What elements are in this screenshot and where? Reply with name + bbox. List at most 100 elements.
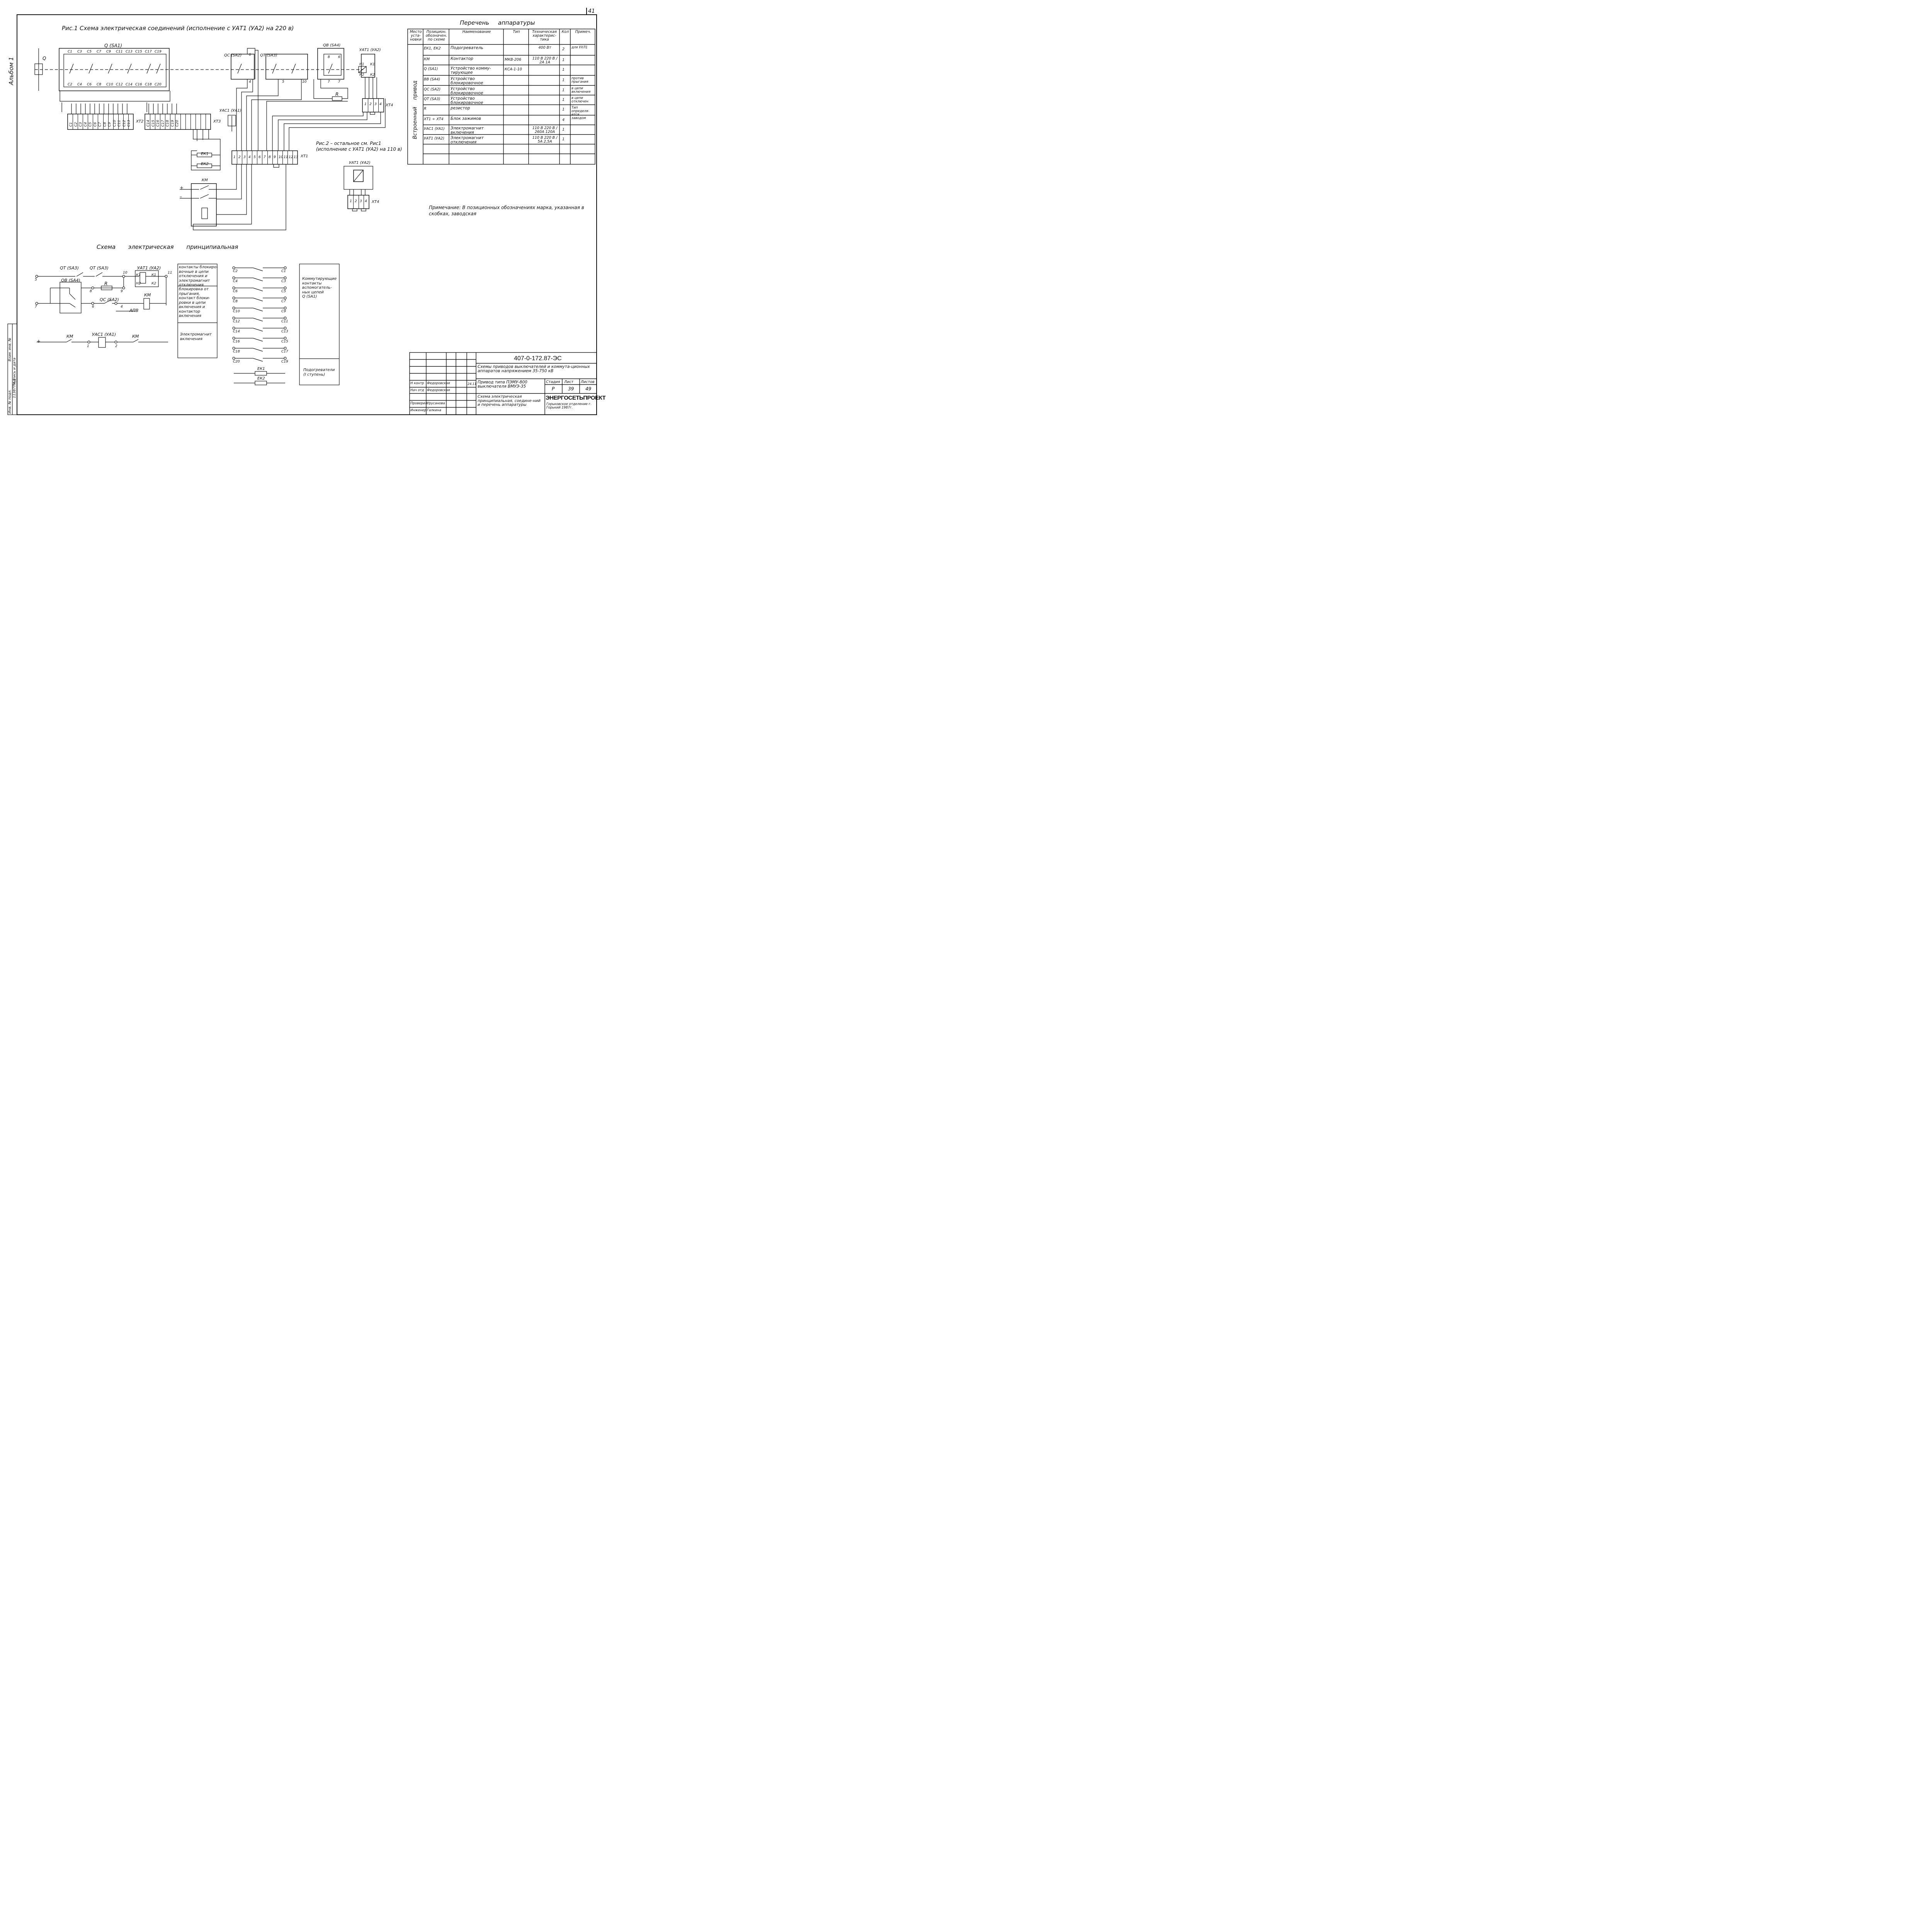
table-cell-name: Электромагнит отключения (451, 136, 484, 145)
table-cell-pos: УАТ1 (УА2) (424, 136, 444, 141)
table-cell-pos: R (424, 107, 427, 111)
p-km: КМ (144, 293, 151, 298)
label-r: R (335, 92, 339, 97)
coil-h1: Н1 (359, 63, 364, 66)
node-6: 6 (249, 53, 251, 57)
label-ek1: ЕК1 (201, 152, 209, 156)
sheet-corner-number: 41 (588, 8, 595, 14)
terminal-cell: 5 (253, 155, 256, 159)
q-contact-label: С15 (135, 50, 142, 54)
terminal-cell: 7 (264, 155, 266, 159)
table-header-cell: Наименование (462, 30, 491, 34)
p-qt2: QT (SA3) (90, 266, 109, 271)
coil-k1: К1 (370, 63, 375, 66)
table-cell-name: Устройство блокировочное (451, 96, 483, 106)
fig2-coil (353, 170, 364, 182)
label-xt4-fig2: ХТ4 (372, 200, 379, 204)
aux-contact-wire (253, 288, 263, 291)
terminal-cell: С9 (108, 122, 112, 127)
aux-contact-terminal (232, 327, 235, 330)
aux-contact-terminal (232, 296, 235, 300)
legend-2b: Подогреватели (I ступень) (303, 368, 335, 377)
label-yac1: УАС1 (УА1) (219, 109, 242, 113)
aux-contact-left: С10 (233, 310, 240, 313)
aux-contact-wire (253, 278, 263, 281)
label-yat1-fig2: УАТ1 (УА2) (349, 161, 371, 165)
p-km1: КМ (66, 334, 73, 339)
p-n6: 6 (92, 305, 94, 309)
aux-contact-terminal (232, 347, 235, 350)
aux-contact-left: С20 (233, 360, 240, 364)
terminal-cell: 10 (279, 155, 283, 159)
table-header-cell: Позицион. обозначен. по схеме (425, 30, 447, 42)
table-cell-note: Тип определя-ется заводом (571, 106, 590, 120)
node-7: 7 (328, 80, 330, 84)
q-contact-label: С9 (106, 50, 111, 54)
tb-name: Урусанова (427, 402, 445, 405)
terminal-cell: С19 (170, 120, 175, 127)
xt3-block (145, 114, 211, 130)
aux-contact-terminal (232, 266, 235, 269)
fig2-frame (344, 166, 373, 190)
p-n1: 1 (87, 344, 89, 348)
terminal-cell: 4 (248, 155, 251, 159)
legend-2a: Коммутирующие контакты вспомогатель- ных… (302, 277, 337, 299)
table-cell-qty: 1 (562, 107, 565, 112)
terminal-divider (378, 99, 379, 112)
terminal-cell: 2 (238, 155, 241, 159)
label-xt3: ХТ3 (213, 119, 221, 124)
desc-1: Схемы приводов выключателей и коммута-ци… (478, 364, 590, 374)
q-contact-label: С2 (68, 83, 73, 87)
table-cell-pos: QT (SA3) (424, 97, 440, 101)
table-cell-pos: Q (SA1) (424, 67, 438, 71)
aux-contact-right: С1 (281, 269, 286, 273)
terminal-cell: С8 (103, 122, 107, 127)
xt2-feed-lines (71, 104, 177, 114)
aux-contact-wire (253, 328, 263, 332)
tb-name: Галкина (427, 409, 441, 412)
aux-contact-terminal (232, 357, 235, 360)
terminal-cell: 1 (350, 199, 352, 203)
node-4: 4 (249, 80, 251, 84)
aux-contact-terminal (284, 296, 287, 300)
p-k2: К2 (151, 282, 156, 286)
table-header-cell: Тип (513, 30, 520, 34)
aux-contact-left: С14 (233, 330, 240, 334)
note-text: Примечание: В позиционных обозначениях м… (429, 205, 584, 216)
table-cell-note: для УХЛ1 (571, 46, 588, 49)
terminal-cell: 3 (243, 155, 246, 159)
table-cell-qty: 1 (562, 137, 565, 141)
table-cell-tech: 110 В 220 В / 5А 2,5А (532, 136, 558, 144)
aux-contact-wire (253, 348, 263, 352)
table-group-label: Встроенный привод (412, 80, 418, 140)
terminal-cell: С17 (161, 120, 165, 127)
aux-contact-right: С5 (281, 289, 286, 293)
table-cell-name: резистор (451, 106, 470, 111)
left-stamp-text: Инв. № подл. (8, 389, 12, 414)
table-cell-note: против прыгания (571, 77, 588, 84)
yac1-coil (228, 115, 236, 126)
p-n10: 10 (123, 271, 128, 275)
terminal-divider (113, 114, 114, 129)
sheets-label: Листов (581, 380, 595, 384)
table-header-cell: Кол (561, 30, 569, 34)
q-contact-label: С6 (87, 83, 92, 87)
aux-contact-terminal (284, 266, 287, 269)
terminal-divider (272, 151, 273, 164)
p-yac1: УАС1 (УА1) (92, 332, 116, 337)
terminal-cell: 11 (284, 155, 288, 159)
terminal-divider (353, 195, 354, 209)
q-contact-label: С12 (116, 83, 123, 87)
p-n4: 4 (121, 305, 123, 309)
fig2-title: Рис.2 – остальное см. Рис1 (316, 141, 381, 146)
legend-1a: контакты блокиро- вочные в цепи отключен… (179, 265, 218, 287)
node-8: 8 (328, 55, 330, 59)
aux-contact-right: С9 (281, 310, 286, 313)
sheet-label: Лист (564, 380, 574, 384)
sign-date: 24.11 (468, 382, 476, 386)
table-header-cell: Техническая характерис-тика (532, 30, 557, 42)
p-k1b: К1 (151, 273, 156, 277)
aux-contact-terminal (232, 276, 235, 279)
left-stamp-text: Взам. инв. № (8, 337, 12, 361)
table-cell-tech: 110 В 220 В / 260А 120А (532, 126, 558, 134)
